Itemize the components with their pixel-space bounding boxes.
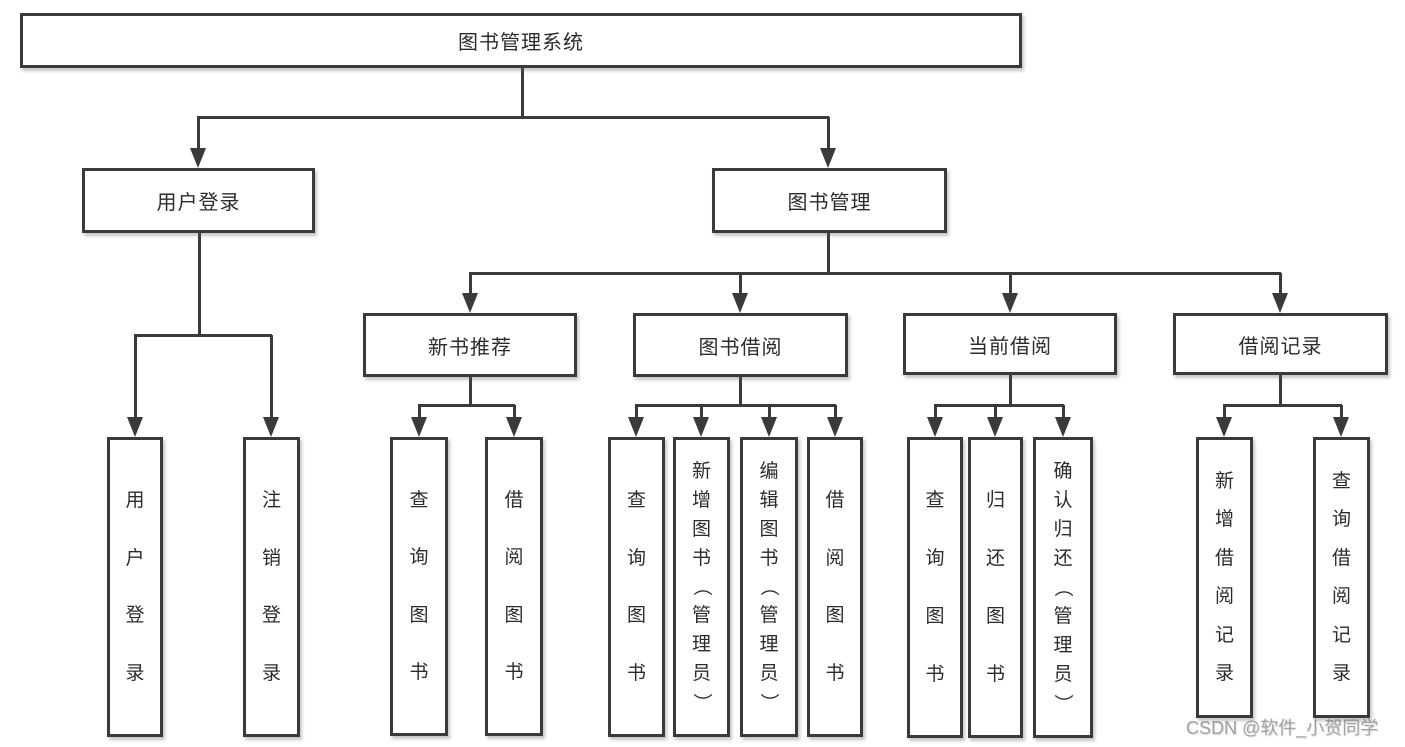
connector-line-vertical: [768, 405, 771, 421]
connector-line-vertical: [1279, 375, 1282, 405]
node-borrowing-records: 借阅记录: [1173, 313, 1388, 375]
node-label: 借阅记录: [1238, 335, 1323, 358]
node-new-book-recommend: 新书推荐: [363, 313, 577, 377]
arrow-down-icon: [1333, 417, 1349, 437]
arrow-down-icon: [987, 417, 1003, 437]
connector-line-vertical: [1279, 273, 1282, 297]
arrow-down-icon: [263, 417, 279, 437]
arrow-down-icon: [827, 417, 843, 437]
connector-line-horizontal: [134, 334, 272, 337]
node-label: 确认归还（管理员）: [1052, 461, 1074, 714]
arrow-down-icon: [761, 417, 777, 437]
node-label: 编辑图书（管理员）: [758, 460, 780, 713]
connector-line-vertical: [739, 377, 742, 405]
node-label: 图书管理: [787, 192, 872, 214]
connector-line-vertical: [521, 68, 524, 117]
node-leaf-edit-book-admin: 编辑图书（管理员）: [740, 437, 798, 737]
connector-line-vertical: [469, 377, 472, 405]
node-leaf-add-book-admin: 新增图书（管理员）: [673, 437, 730, 737]
node-label: 当前借阅: [968, 335, 1052, 358]
node-leaf-query-borrow-record: 查询借阅记录: [1313, 437, 1370, 718]
connector-line-horizontal: [197, 116, 829, 119]
node-label: 归还图书: [985, 490, 1005, 685]
arrow-down-icon: [1055, 417, 1071, 437]
node-label: 图书借阅: [698, 336, 783, 359]
connector-line-vertical: [1340, 405, 1343, 421]
arrow-down-icon: [732, 293, 748, 313]
node-label: 用户登录: [125, 489, 145, 685]
arrow-down-icon: [462, 293, 478, 313]
connector-line-vertical: [1009, 273, 1012, 297]
connector-line-horizontal: [469, 272, 1281, 275]
arrow-down-icon: [411, 417, 427, 437]
connector-line-vertical: [1062, 405, 1065, 421]
connector-line-vertical: [198, 233, 201, 335]
node-book-management: 图书管理: [712, 168, 947, 233]
node-label: 借阅图书: [504, 489, 524, 684]
connector-line-vertical: [934, 405, 937, 421]
connector-line-vertical: [834, 405, 837, 421]
node-label: 用户登录: [156, 192, 241, 214]
arrow-down-icon: [820, 148, 836, 168]
arrow-down-icon: [628, 417, 644, 437]
arrow-down-icon: [1216, 417, 1232, 437]
connector-line-vertical: [827, 117, 830, 152]
node-leaf-query-books-2: 查询图书: [608, 437, 665, 737]
arrow-down-icon: [693, 417, 709, 437]
connector-line-vertical: [635, 405, 638, 421]
node-label: 借阅图书: [825, 489, 845, 685]
connector-line-horizontal: [1223, 404, 1342, 407]
node-leaf-add-borrow-record: 新增借阅记录: [1196, 437, 1253, 718]
node-label: 查询借阅记录: [1331, 470, 1351, 685]
arrow-down-icon: [190, 148, 206, 168]
connector-line-vertical: [270, 335, 273, 421]
node-current-borrowing: 当前借阅: [903, 313, 1117, 375]
arrow-down-icon: [927, 417, 943, 437]
node-label: 图书管理系统: [458, 32, 584, 54]
connector-line-vertical: [739, 273, 742, 297]
node-user-login: 用户登录: [82, 168, 315, 233]
connector-line-vertical: [197, 117, 200, 152]
node-label: 新增借阅记录: [1214, 470, 1234, 685]
arrow-down-icon: [1272, 293, 1288, 313]
connector-line-vertical: [469, 273, 472, 297]
arrow-down-icon: [506, 417, 522, 437]
node-leaf-logout: 注销登录: [243, 437, 300, 737]
node-leaf-confirm-return-admin: 确认归还（管理员）: [1033, 437, 1093, 738]
node-leaf-query-books-3: 查询图书: [907, 437, 963, 738]
arrow-down-icon: [1002, 293, 1018, 313]
connector-line-vertical: [1223, 405, 1226, 421]
connector-line-vertical: [994, 405, 997, 421]
node-leaf-return-book: 归还图书: [968, 437, 1023, 738]
node-leaf-query-books-1: 查询图书: [390, 437, 448, 736]
node-label: 注销登录: [261, 489, 281, 685]
node-label: 新书推荐: [428, 336, 512, 359]
csdn-watermark: CSDN @软件_小贺同学: [1186, 718, 1379, 738]
node-label: 新增图书（管理员）: [690, 460, 712, 713]
node-library-management-system: 图书管理系统: [20, 13, 1022, 68]
node-leaf-borrow-books-2: 借阅图书: [807, 437, 863, 737]
node-leaf-user-login: 用户登录: [107, 437, 163, 737]
connector-line-horizontal: [635, 404, 836, 407]
connector-line-horizontal: [934, 404, 1064, 407]
node-leaf-borrow-books-1: 借阅图书: [485, 437, 543, 736]
connector-line-vertical: [513, 405, 516, 421]
arrow-down-icon: [127, 417, 143, 437]
connector-line-vertical: [700, 405, 703, 421]
node-label: 查询图书: [409, 489, 429, 684]
node-label: 查询图书: [626, 489, 646, 685]
node-book-borrowing: 图书借阅: [633, 313, 848, 377]
connector-line-vertical: [418, 405, 421, 421]
node-label: 查询图书: [925, 490, 945, 685]
connector-line-vertical: [827, 233, 830, 273]
connector-line-vertical: [134, 335, 137, 421]
connector-line-horizontal: [418, 404, 515, 407]
connector-line-vertical: [1009, 375, 1012, 405]
